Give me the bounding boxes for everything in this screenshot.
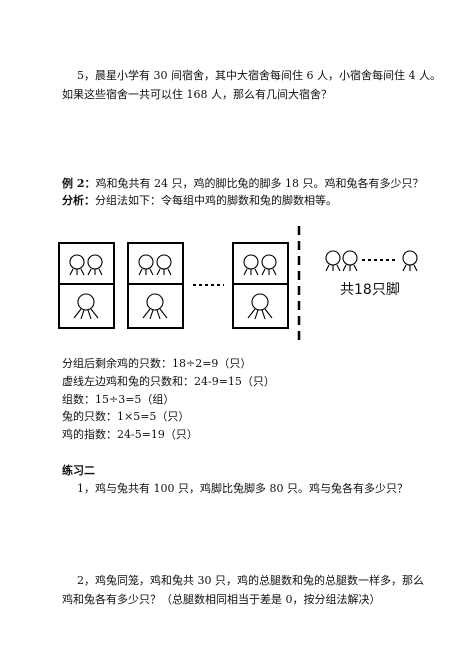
problem-5-line-2: 如果这些宿舍一共可以住 168 人，那么有几间大宿舍？ [62, 88, 332, 101]
rabbit-group-box-1 [58, 283, 115, 329]
step-1: 分组后剩余鸡的只数：18÷2=9（只） [62, 357, 252, 370]
example-2-label: 例 2： [62, 177, 96, 190]
chicken-group-box-2 [127, 242, 184, 285]
exercise-2-title: 练习二 [62, 464, 95, 477]
chicken-pair-icon-1 [69, 254, 103, 276]
rabbit-icon-1 [73, 293, 99, 320]
step-4: 兔的只数：1×5=5（只） [62, 410, 190, 423]
problem-5-line-1: 5，晨星小学有 30 间宿舍，其中大宿舍每间住 6 人，小宿舍每间住 4 人。 [77, 69, 441, 82]
remaining-chicken-icon [402, 250, 418, 272]
exercise-2-question-1: 1，鸡与兔共有 100 只，鸡脚比兔脚多 80 只。鸡与兔各有多少只？ [77, 482, 408, 495]
rabbit-icon-2 [142, 293, 168, 320]
diagram-caption: 共18只脚 [340, 282, 400, 298]
step-5: 鸡的指数：24-5=19（只） [62, 428, 198, 441]
step-2: 虚线左边鸡和兔的只数和：24-9=15（只） [62, 375, 275, 388]
example-2-analysis: 分析：分组法如下：令每组中鸡的脚数和兔的脚数相等。 [62, 194, 337, 208]
chicken-group-box-3 [232, 242, 289, 285]
example-2-text: 鸡和兔共有 24 只，鸡的脚比兔的脚多 18 只。鸡和兔各有多少只？ [95, 177, 424, 190]
chicken-pair-icon-2 [138, 254, 172, 276]
rabbit-group-box-3 [232, 283, 289, 329]
chicken-pair-icon-3 [243, 254, 277, 276]
analysis-text: 分组法如下：令每组中鸡的脚数和兔的脚数相等。 [95, 194, 337, 207]
remaining-chicken-pair-icon [325, 250, 358, 272]
exercise-2-question-2-line-2: 鸡和兔各有多少只？（总腿数相同相当于差是 0，按分组法解决） [62, 593, 381, 606]
chicken-group-box-1 [58, 242, 115, 285]
step-3: 组数：15÷3=5（组） [62, 393, 175, 406]
analysis-label: 分析： [62, 194, 95, 207]
rabbit-group-box-2 [127, 283, 184, 329]
exercise-2-question-2-line-1: 2，鸡兔同笼，鸡和兔共 30 只，鸡的总腿数和兔的总腿数一样多，那么 [77, 574, 424, 587]
example-2-question: 例 2：鸡和兔共有 24 只，鸡的脚比兔的脚多 18 只。鸡和兔各有多少只？ [62, 177, 423, 191]
rabbit-icon-3 [247, 293, 273, 320]
